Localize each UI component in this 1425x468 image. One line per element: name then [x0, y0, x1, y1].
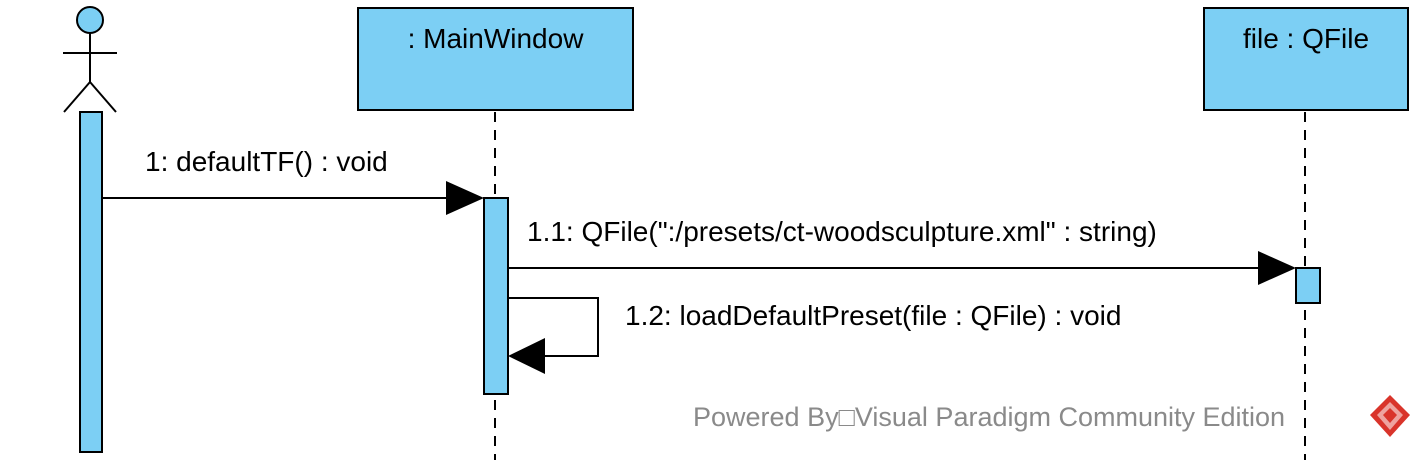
message-1-1-arrow[interactable]: [508, 251, 1296, 285]
message-1-arrow[interactable]: [102, 181, 484, 215]
message-1-2-label: 1.2: loadDefaultPreset(file : QFile) : v…: [625, 300, 1122, 331]
message-1-1-label: 1.1: QFile(":/presets/ct-woodsculpture.x…: [527, 216, 1157, 247]
message-1-2-arrowhead: [508, 338, 545, 374]
file-activation-bar[interactable]: [1295, 267, 1321, 304]
actor-head: [76, 6, 104, 34]
message-1-arrowhead: [446, 181, 484, 215]
powered-by-watermark: Powered By□Visual Paradigm Community Edi…: [693, 402, 1286, 432]
message-1-2-self-arrow[interactable]: [508, 297, 599, 374]
mainwindow-lifeline-label: : MainWindow: [407, 23, 584, 54]
mainwindow-lifeline-box[interactable]: : MainWindow: [357, 7, 634, 111]
file-lifeline-label: file : QFile: [1242, 23, 1370, 54]
file-lifeline-box[interactable]: file : QFile: [1203, 7, 1409, 111]
mainwindow-activation-bar[interactable]: [483, 197, 509, 395]
actor-right-leg: [89, 81, 117, 113]
actor-figure[interactable]: [63, 6, 117, 113]
actor-left-leg: [63, 81, 91, 113]
actor-activation-bar[interactable]: [79, 111, 103, 453]
message-1-label: 1: defaultTF() : void: [145, 146, 388, 177]
message-1-1-arrowhead: [1258, 251, 1296, 285]
visual-paradigm-logo-icon: [1370, 395, 1410, 437]
